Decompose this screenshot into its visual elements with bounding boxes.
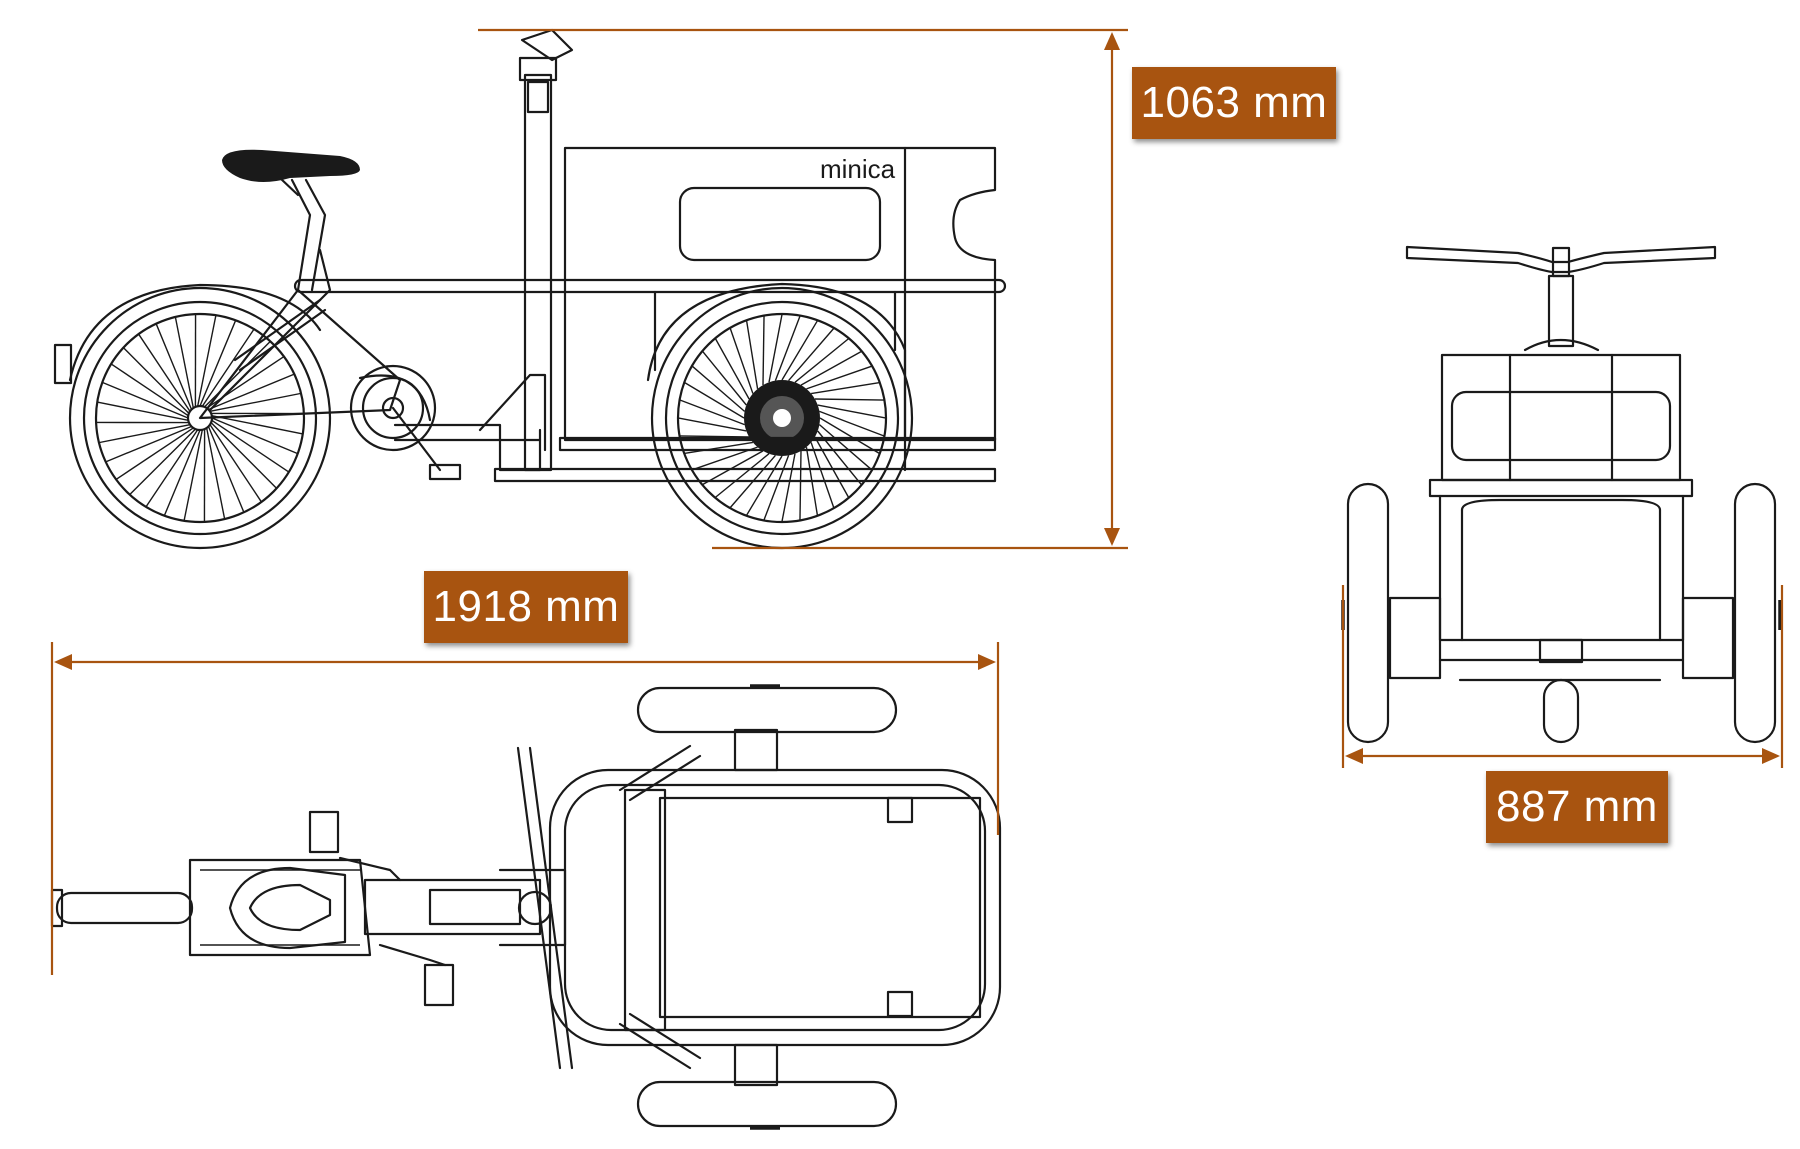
wheel-spoke xyxy=(208,373,295,411)
height-dimension-line xyxy=(478,28,1128,550)
wheel-spoke xyxy=(183,429,204,521)
height-dimension-label: 1063 mm xyxy=(1132,67,1336,139)
wheel-spoke xyxy=(102,381,189,419)
cargo-box: minica xyxy=(563,146,997,442)
wheel-spoke xyxy=(794,337,850,383)
length-dimension-line xyxy=(50,642,1000,975)
wheel-spoke xyxy=(819,417,881,455)
brand-logo: minica xyxy=(820,154,896,184)
saddle xyxy=(222,149,360,197)
top-rail xyxy=(293,278,1007,294)
wheel-spoke xyxy=(810,381,880,395)
length-dimension-label: 1918 mm xyxy=(424,571,628,643)
wheel-spoke xyxy=(679,399,745,426)
wheel-spoke xyxy=(211,417,298,455)
wheel-spoke xyxy=(201,328,255,407)
wheel-spoke xyxy=(701,350,747,406)
wheel-spoke xyxy=(205,427,226,520)
wheel-spoke xyxy=(810,442,835,509)
saddle-top xyxy=(228,866,347,950)
cargo-frame xyxy=(548,768,1002,1047)
wheel-spoke xyxy=(691,365,746,412)
wheel-spoke xyxy=(763,455,790,521)
front-wheel-right xyxy=(1733,482,1777,744)
wheel-spoke xyxy=(714,337,750,400)
wheel-spoke xyxy=(196,315,217,407)
wheel-spoke xyxy=(122,347,190,414)
wheel-spoke xyxy=(781,319,819,381)
wheel-spoke xyxy=(105,425,192,463)
front-wheel-left xyxy=(1346,482,1390,744)
wheel-spoke xyxy=(174,316,195,409)
wheel-spoke xyxy=(788,327,835,382)
wheel-spoke xyxy=(762,315,765,386)
wheel-spoke xyxy=(800,350,863,386)
wheel-spoke xyxy=(799,450,802,521)
wheel-spoke xyxy=(145,429,199,508)
rear-wheel xyxy=(68,283,332,550)
wheel-spoke xyxy=(768,313,783,383)
wheel-spoke xyxy=(155,323,193,410)
pedal-right xyxy=(423,963,455,1007)
wheel-spoke xyxy=(679,435,750,438)
wheel-spoke xyxy=(729,327,754,394)
wheel-spoke xyxy=(98,423,191,444)
wheel-spoke xyxy=(818,424,873,471)
wheel-spoke xyxy=(209,424,263,503)
wheel-spoke xyxy=(129,428,196,496)
wheel-spoke xyxy=(211,414,303,435)
wheel-spoke xyxy=(814,398,885,401)
rear-wheel-top xyxy=(55,891,194,925)
wheel-spoke xyxy=(211,419,290,473)
wheel-spoke xyxy=(210,422,278,489)
wheel-spoke xyxy=(806,365,873,390)
wheel-spoke xyxy=(745,320,759,390)
width-dimension-line xyxy=(1341,585,1784,768)
wheel-spoke xyxy=(110,363,189,417)
wheel-spoke xyxy=(97,401,189,422)
handlebar xyxy=(1405,245,1717,274)
wheel-spoke xyxy=(781,453,796,523)
front-wheel-right xyxy=(636,1080,898,1128)
top-view xyxy=(50,684,1002,1130)
width-dimension-label: 887 mm xyxy=(1486,771,1668,843)
wheel-spoke xyxy=(207,426,245,513)
wheel-spoke xyxy=(683,381,745,419)
crankset xyxy=(349,364,462,481)
wheel-spoke xyxy=(684,441,754,455)
wheel-spoke xyxy=(817,404,887,419)
wheel-spoke xyxy=(677,417,747,432)
rear-light xyxy=(53,343,73,385)
pedal-left xyxy=(308,810,340,854)
front-wheel xyxy=(646,282,914,550)
wheel-spoke xyxy=(774,315,801,381)
frame xyxy=(198,28,997,483)
wheel-spoke xyxy=(163,429,201,516)
wheel-spoke xyxy=(209,392,302,413)
wheel-spoke xyxy=(199,320,237,407)
wheel-spoke xyxy=(814,436,850,499)
wheel-spoke xyxy=(701,450,764,486)
side-view: minica xyxy=(53,28,1007,550)
wheel-spoke xyxy=(115,427,194,481)
wheel-spoke xyxy=(745,455,783,517)
front-view xyxy=(1341,245,1782,744)
wheel-spoke xyxy=(137,333,191,412)
wheel-spoke xyxy=(819,410,885,437)
wheel-spoke xyxy=(714,453,770,499)
front-wheel-left xyxy=(636,686,898,734)
